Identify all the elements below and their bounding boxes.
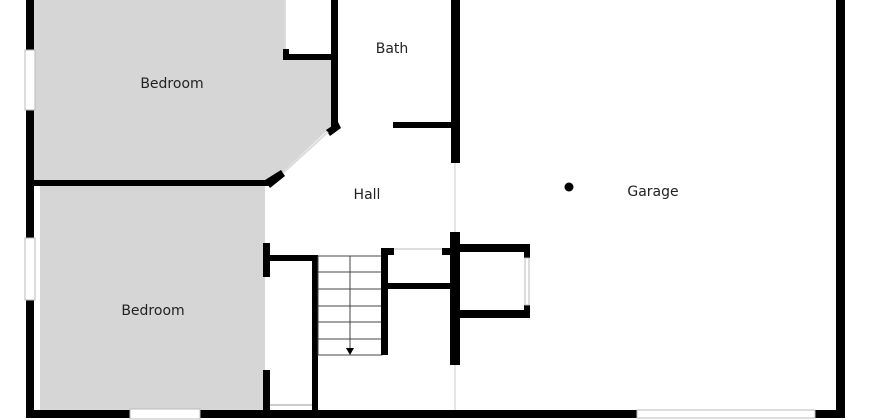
- room-label-bedroom-bottom: Bedroom: [121, 303, 184, 319]
- bedroom-top-area: [34, 0, 332, 182]
- room-label-garage: Garage: [627, 184, 678, 200]
- diagonal-wall-stub-lower: [265, 170, 285, 188]
- closet-door-line: [394, 248, 444, 250]
- garage-marker-dot: [564, 182, 574, 192]
- garage-nook-right-bottom: [524, 305, 530, 318]
- bath-wall-left: [331, 0, 338, 128]
- garage-door: [636, 409, 816, 419]
- stair-closet-top-wall: [268, 255, 318, 261]
- garage-wall-stub: [442, 248, 452, 255]
- window-left-top: [24, 49, 36, 111]
- room-label-hall: Hall: [354, 187, 381, 203]
- window-bottom: [129, 408, 201, 420]
- garage-nook-top: [458, 244, 530, 252]
- room-label-bath: Bath: [376, 41, 409, 57]
- outer-wall-left: [26, 0, 34, 418]
- stair-closet-threshold: [270, 404, 312, 406]
- window-left-bottom: [24, 237, 36, 301]
- stair-closet-right-wall: [312, 255, 318, 410]
- garage-nook-window: [524, 257, 530, 306]
- closet-wall: [283, 54, 333, 60]
- garage-door-opening: [454, 163, 456, 232]
- stair-direction-arrow-icon: [346, 348, 354, 355]
- bath-wall-bottom: [393, 122, 455, 128]
- bedroom-door-opening: [282, 131, 329, 174]
- bedroom2-wall-upper: [263, 243, 270, 277]
- room-label-bedroom-top: Bedroom: [140, 76, 203, 92]
- outer-wall-right: [836, 0, 845, 418]
- garage-wall-left: [450, 232, 460, 365]
- stair-wall-cap: [381, 248, 394, 255]
- garage-nook-bottom: [458, 310, 530, 318]
- bath-wall-right: [451, 0, 460, 163]
- outer-wall-bottom: [26, 410, 838, 418]
- closet-line: [284, 0, 286, 52]
- garage-nook-right-top: [524, 244, 530, 258]
- bedroom2-wall-lower: [263, 370, 270, 410]
- utility-closet-wall: [388, 283, 452, 289]
- stair-wall-right: [381, 248, 388, 355]
- staircase: [317, 255, 383, 356]
- garage-door-opening-lower: [454, 365, 456, 410]
- bedroom-bottom-area: [40, 186, 265, 410]
- bedroom-divider-wall: [34, 180, 270, 186]
